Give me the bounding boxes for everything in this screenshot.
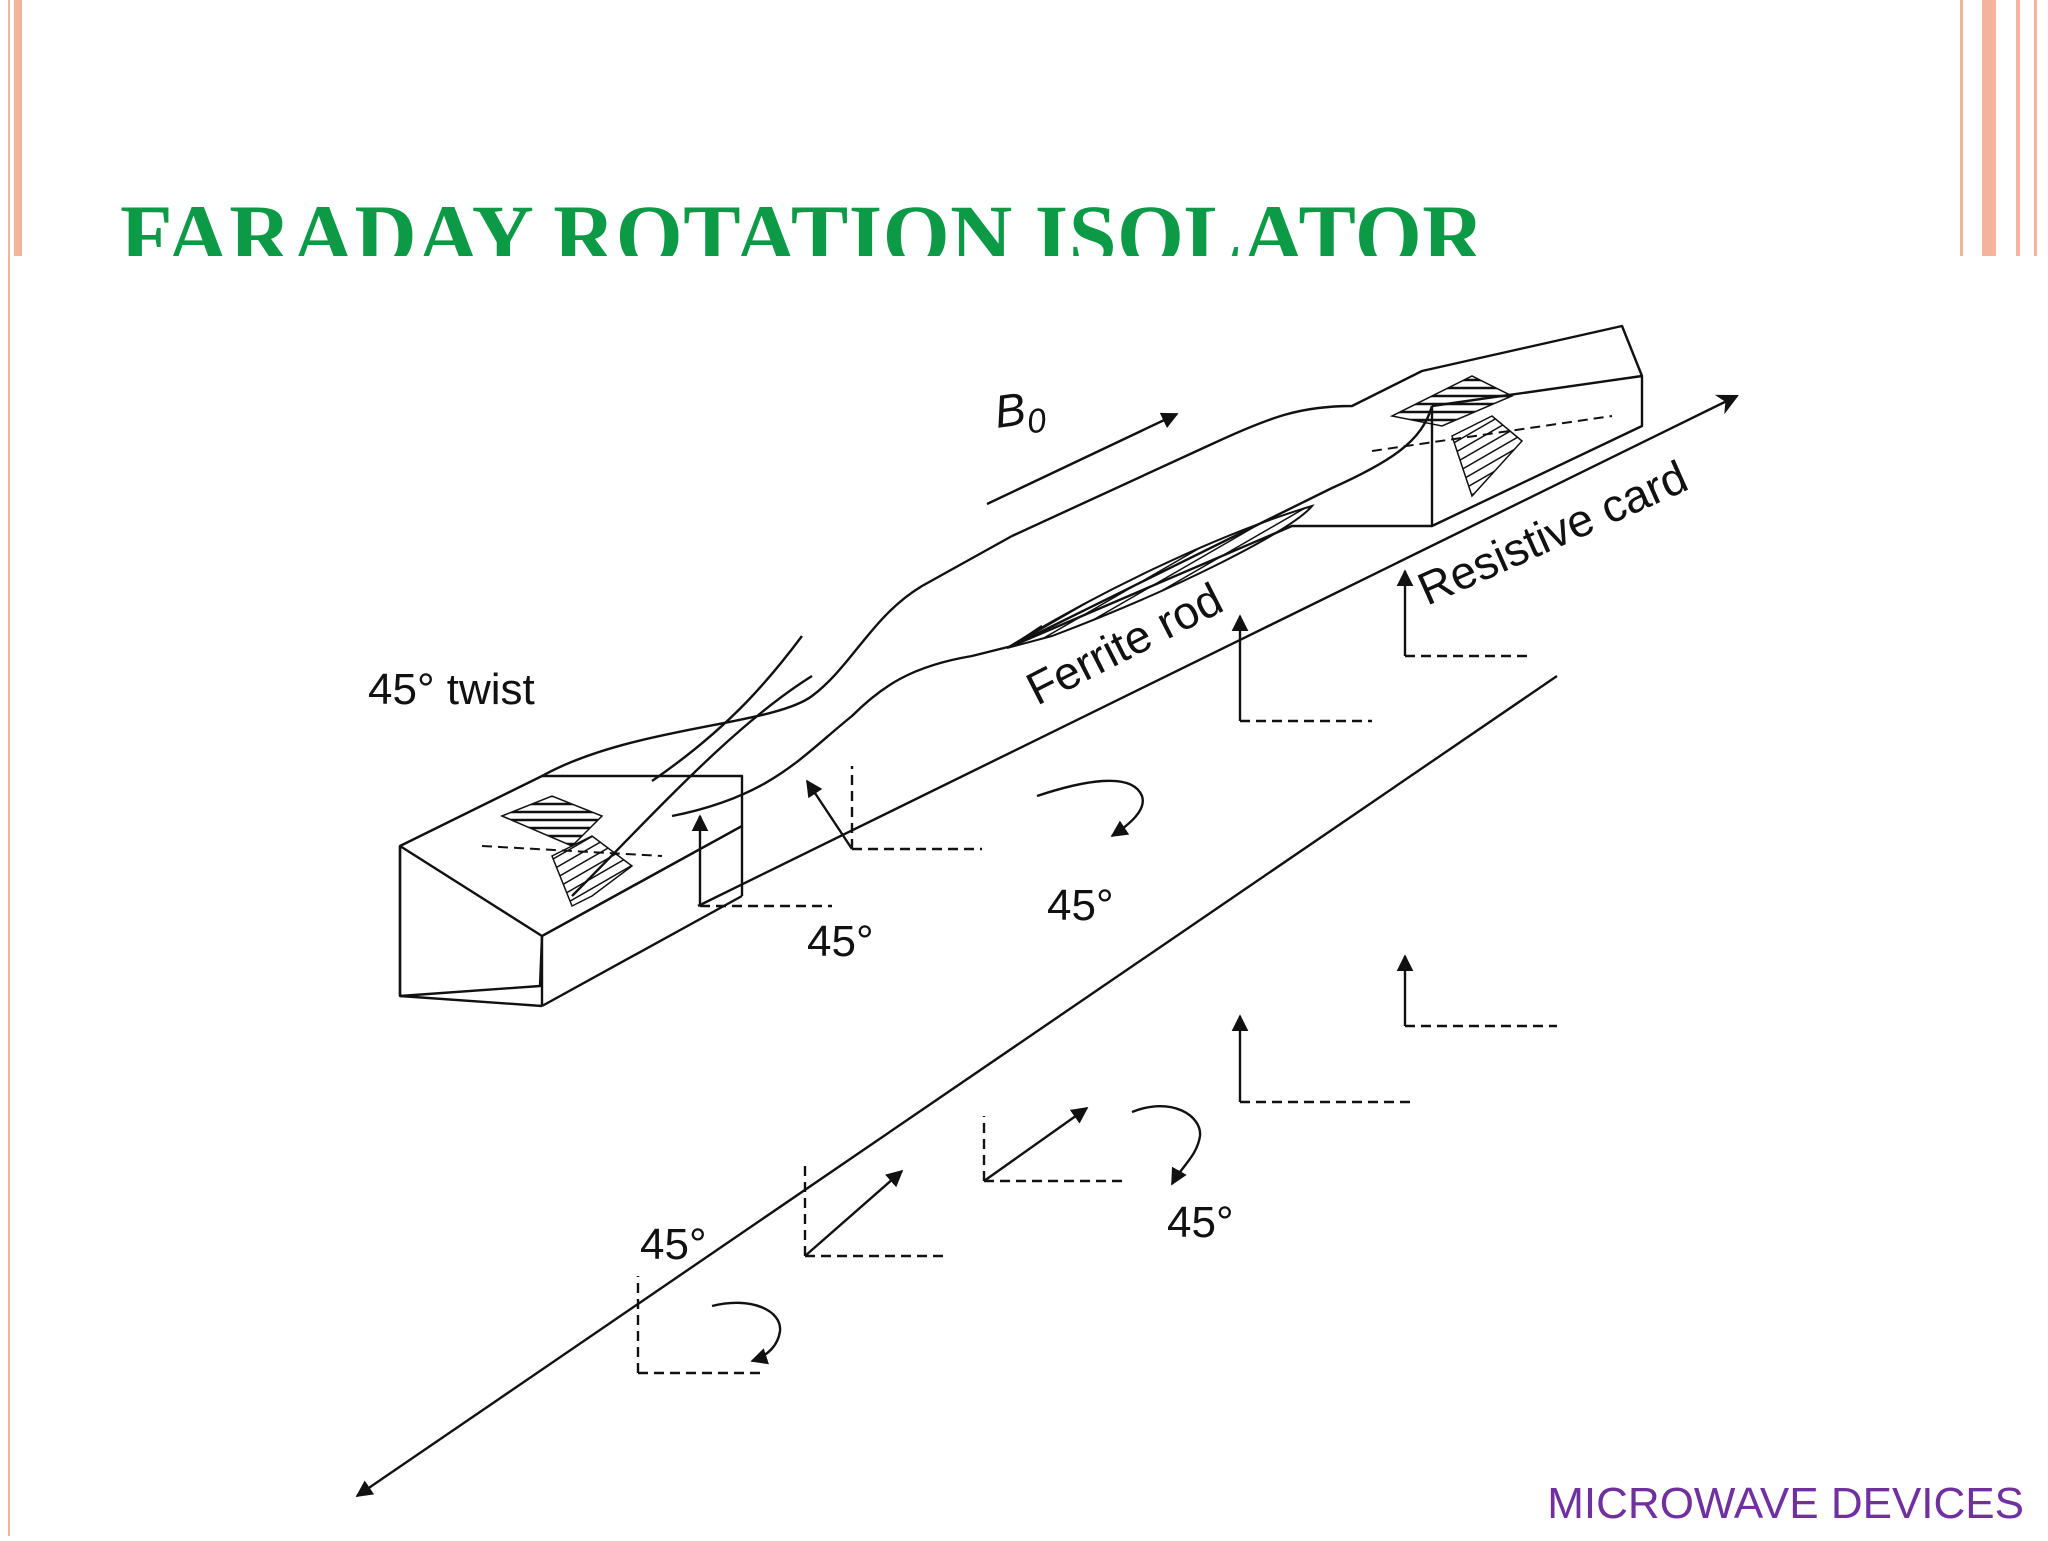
angle-label-lower-left: 45° — [640, 1220, 707, 1269]
title-area: FARADAY ROTATION ISOLATOR — [120, 150, 1620, 256]
lower-propagation-axis — [355, 675, 1558, 1497]
b0-arrow — [986, 412, 1179, 506]
left-border-thin — [8, 0, 10, 1536]
faraday-isolator-diagram: B0 45° twist Ferrite rod Resistive card — [355, 324, 1739, 1497]
ferrite-rod — [1006, 504, 1315, 649]
twist-label: 45° twist — [368, 665, 535, 714]
slide-footer: MICROWAVE DEVICES — [1547, 1479, 2024, 1528]
upper-propagation-axis — [697, 394, 1739, 908]
slide-title: FARADAY ROTATION ISOLATOR — [120, 187, 1485, 256]
resistive-card-right — [1371, 375, 1613, 498]
angle-label-upper-left: 45° — [807, 917, 874, 966]
angle-label-lower-mid: 45° — [1167, 1198, 1234, 1247]
resistive-card-label: Resistive card — [1410, 450, 1695, 615]
resistive-card-left — [481, 795, 663, 908]
upper-field-vectors — [691, 569, 1532, 908]
b0-label: B0 — [991, 379, 1049, 445]
lower-field-vectors — [636, 954, 1557, 1375]
angle-label-upper-mid: 45° — [1047, 881, 1114, 930]
diagram-panel: B0 45° twist Ferrite rod Resistive card — [12, 256, 2048, 1536]
